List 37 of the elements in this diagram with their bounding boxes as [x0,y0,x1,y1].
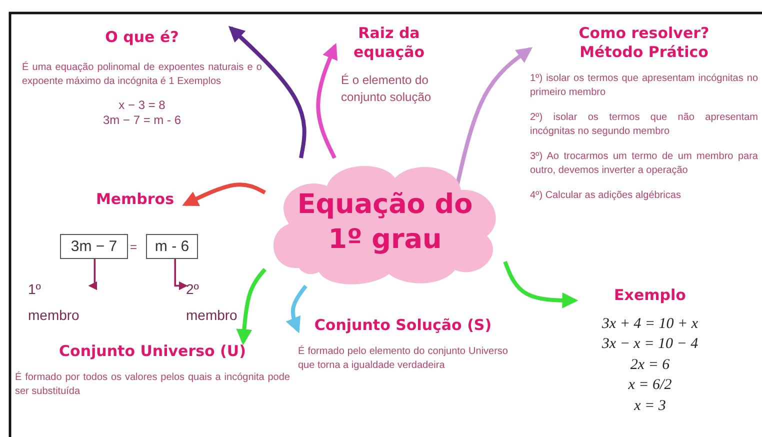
member-label: 1º membro [28,280,80,325]
body-text: É uma equação polinomal de expoentes naturais e o expoente máximo da incógnita é 1 Exemplos [22,60,262,90]
heading: O que é? [104,28,180,47]
heading: Conjunto Universo (U) [58,342,247,361]
member-label: 2º membro [186,280,238,325]
body-text: 2º) isolar os termos que não apresentam incógnitas no segundo membro [530,110,758,139]
body-text: 3º) Ao trocarmos um termo de um membro para outro, devemos inverter a operação [530,150,758,178]
body-text: 4º) Calcular as adições algébricas [530,188,682,202]
equation: 3x + 4 = 10 + x [600,314,700,334]
curved-arrow [228,26,306,158]
heading: Como resolver? Método Prático [578,24,710,62]
body-text: 1º) isolar os termos que apresentam incógnitas no primeiro membro [530,72,758,100]
body-text: É o elemento do conjunto solução [340,72,432,106]
heading: Membros [94,190,176,209]
curved-arrow [286,284,308,334]
curved-arrow [182,182,266,206]
curved-arrow [503,260,578,308]
heading: Raiz da equação [352,24,426,62]
term-box: 3m − 7 [60,234,128,259]
leader-arrow [174,259,188,290]
body-text: É formado por todos os valores pelos quais a incógnita pode ser substituída [15,370,290,400]
equation: 3x − x = 10 − 4 [600,335,700,354]
heading: Exemplo [613,286,687,305]
equation: x = 6/2 [627,376,673,396]
curved-arrow [316,43,338,159]
equation: 2x = 6 [629,356,671,375]
equation: 3m − 7 = m - 6 [102,113,182,129]
equation: x = 3 [633,396,667,416]
curved-arrow [236,268,266,346]
heading: Conjunto Solução (S) [313,316,493,335]
equals-sign: = [130,240,138,256]
term-box: m - 6 [146,234,198,259]
title-text: Equação do 1º grau [296,188,474,257]
body-text: É formado pelo elemento do conjunto Universo que torna a igualdade verdadeira [298,344,508,374]
leader-arrow [88,259,98,290]
curved-arrow [455,47,533,187]
equation: x − 3 = 8 [118,98,166,114]
